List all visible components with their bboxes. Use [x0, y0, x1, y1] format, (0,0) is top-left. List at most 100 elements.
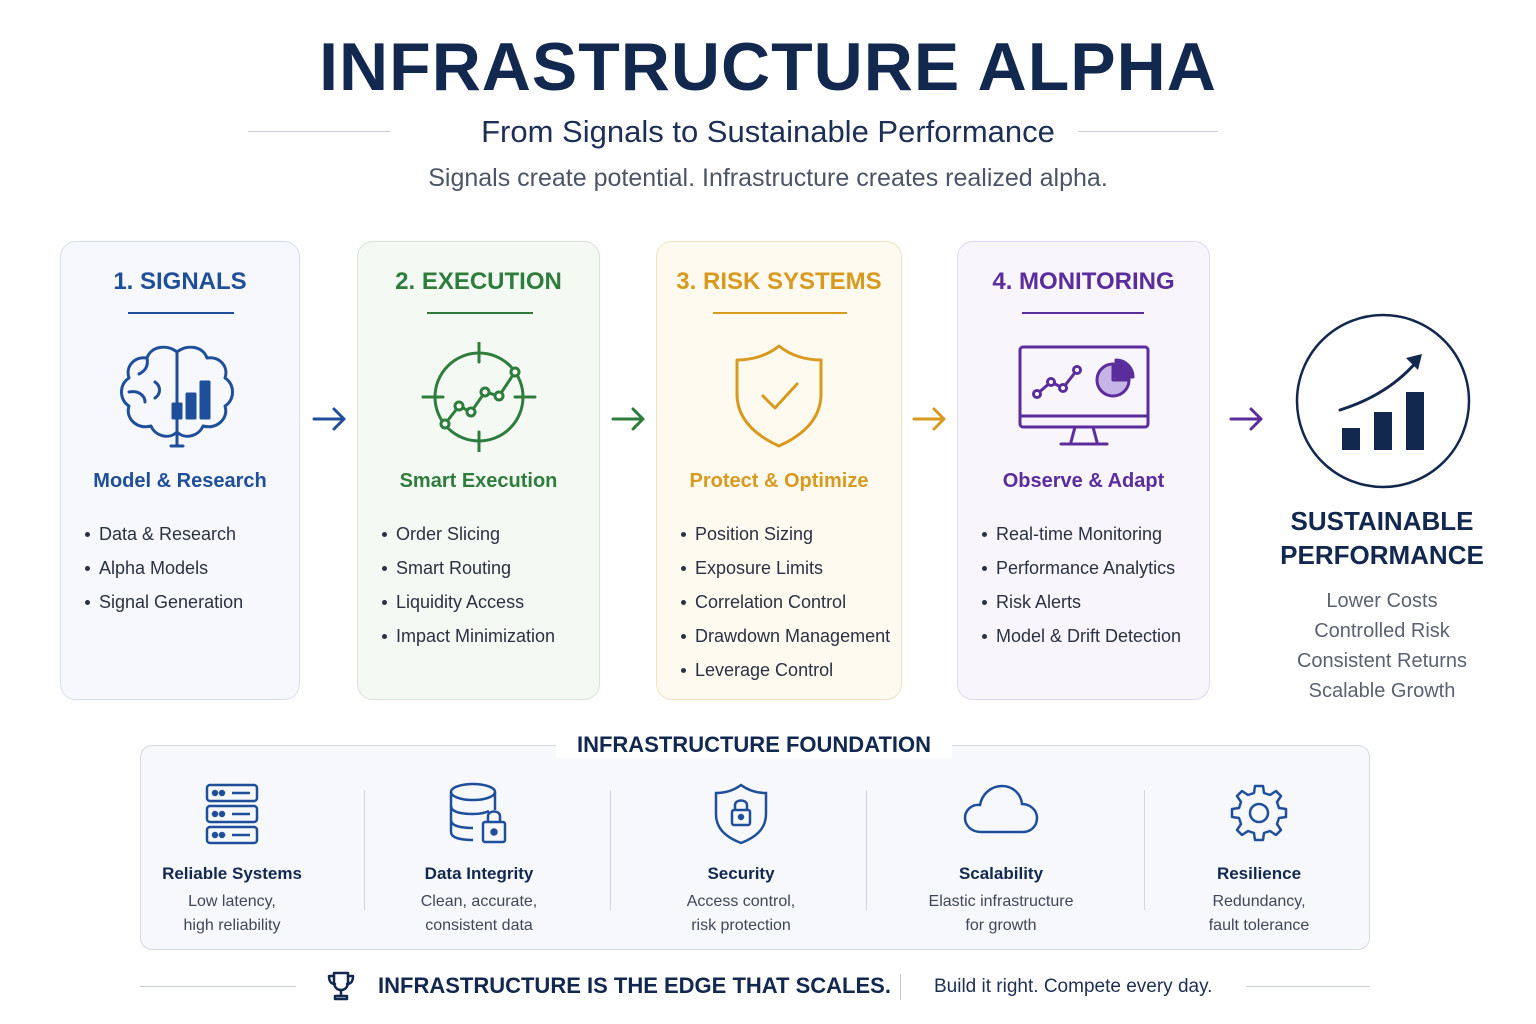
subtitle-rule-right [1078, 131, 1218, 132]
stage-subtitle: Smart Execution [399, 470, 558, 492]
stage-list: Data & Research Alpha Models Signal Gene… [85, 522, 243, 624]
database-lock-icon [359, 782, 599, 854]
desc-line: Redundancy, [1212, 893, 1306, 910]
stage-title-rule [427, 312, 533, 314]
list-item: Drawdown Management [681, 624, 890, 658]
stage-list: Order Slicing Smart Routing Liquidity Ac… [382, 522, 555, 658]
stage-list: Real-time Monitoring Performance Analyti… [982, 522, 1181, 658]
gear-icon [1139, 782, 1379, 854]
stage-title: 4. MONITORING [992, 268, 1175, 295]
desc-line: high reliability [183, 917, 281, 934]
arrow-right-icon [1229, 407, 1263, 431]
result-list: Lower Costs Controlled Risk Consistent R… [1262, 586, 1502, 706]
stage-subtitle: Model & Research [93, 470, 267, 492]
foundation-item-security: Security Access control, risk protection [621, 782, 861, 938]
footer-divider [900, 974, 901, 1000]
foundation-item-reliable-systems: Reliable Systems Low latency, high relia… [112, 782, 352, 938]
server-icon [112, 782, 352, 854]
crosshair-chart-icon [358, 342, 599, 462]
desc-line: Elastic infrastructure [928, 893, 1074, 910]
foundation-item-resilience: Resilience Redundancy, fault tolerance [1139, 782, 1379, 938]
stage-subtitle: Observe & Adapt [1002, 470, 1165, 492]
list-item: Signal Generation [85, 590, 243, 624]
shield-check-icon [657, 342, 901, 462]
foundation-item-desc: Low latency, high reliability [112, 890, 352, 938]
page-tagline: Signals create potential. Infrastructure… [428, 164, 1108, 192]
foundation-item-name: Reliable Systems [162, 864, 302, 883]
arrow-right-icon [312, 407, 346, 431]
stage-card-risk-systems: 3. RISK SYSTEMS Protect & Optimize Posit… [656, 241, 902, 700]
page-title: INFRASTRUCTURE ALPHA [319, 29, 1217, 105]
list-item: Smart Routing [382, 556, 555, 590]
footer-rule-left [140, 986, 296, 987]
list-item: Leverage Control [681, 658, 890, 692]
list-item: Scalable Growth [1308, 680, 1456, 702]
infrastructure-foundation-panel: Reliable Systems Low latency, high relia… [140, 745, 1370, 950]
stage-subtitle: Protect & Optimize [689, 470, 869, 492]
footer-motto: Build it right. Compete every day. [934, 976, 1213, 997]
divider [1144, 790, 1145, 910]
list-item: Performance Analytics [982, 556, 1181, 590]
list-item: Real-time Monitoring [982, 522, 1181, 556]
stage-title-rule [713, 312, 847, 314]
list-item: Impact Minimization [382, 624, 555, 658]
growth-chart-icon [1295, 313, 1471, 489]
divider [364, 790, 365, 910]
list-item: Order Slicing [382, 522, 555, 556]
footer-slogan: INFRASTRUCTURE IS THE EDGE THAT SCALES. [378, 973, 891, 998]
stage-title-rule [1022, 312, 1144, 314]
foundation-item-desc: Access control, risk protection [621, 890, 861, 938]
footer-rule-right [1246, 986, 1370, 987]
foundation-item-name: Security [707, 864, 775, 883]
list-item: Risk Alerts [982, 590, 1181, 624]
list-item: Model & Drift Detection [982, 624, 1181, 658]
foundation-item-desc: Redundancy, fault tolerance [1139, 890, 1379, 938]
arrow-right-icon [611, 407, 645, 431]
stage-card-monitoring: 4. MONITORING Observe & Adapt Real-time … [957, 241, 1210, 700]
result-title-line-1: SUSTAINABLE [1290, 506, 1474, 536]
foundation-item-name: Resilience [1216, 864, 1302, 883]
list-item: Alpha Models [85, 556, 243, 590]
desc-line: Clean, accurate, [420, 893, 538, 910]
stage-card-execution: 2. EXECUTION Smart Execution Order Slici… [357, 241, 600, 700]
desc-line: for growth [965, 917, 1037, 934]
arrow-right-icon [912, 407, 946, 431]
list-item: Consistent Returns [1296, 650, 1468, 672]
list-item: Position Sizing [681, 522, 890, 556]
cloud-icon [881, 782, 1121, 854]
stage-title-rule [128, 312, 234, 314]
desc-line: risk protection [691, 917, 791, 934]
list-item: Controlled Risk [1314, 620, 1450, 642]
list-item: Lower Costs [1326, 590, 1438, 612]
foundation-item-name: Scalability [958, 864, 1044, 883]
result-title-line-2: PERFORMANCE [1280, 540, 1484, 570]
stage-title: 2. EXECUTION [395, 268, 562, 295]
desc-line: Low latency, [188, 893, 276, 910]
stage-title: 1. SIGNALS [113, 268, 247, 295]
foundation-item-desc: Elastic infrastructure for growth [881, 890, 1121, 938]
desc-line: Access control, [686, 893, 796, 910]
foundation-item-name: Data Integrity [424, 864, 534, 883]
list-item: Correlation Control [681, 590, 890, 624]
foundation-item-scalability: Scalability Elastic infrastructure for g… [881, 782, 1121, 938]
divider [866, 790, 867, 910]
list-item: Exposure Limits [681, 556, 890, 590]
result-title: SUSTAINABLE PERFORMANCE [1262, 504, 1502, 572]
foundation-item-desc: Clean, accurate, consistent data [359, 890, 599, 938]
stage-card-signals: 1. SIGNALS Model & Research Data & Resea… [60, 241, 300, 700]
page-subtitle: From Signals to Sustainable Performance [481, 114, 1055, 149]
monitor-analytics-icon [958, 342, 1209, 462]
foundation-item-data-integrity: Data Integrity Clean, accurate, consiste… [359, 782, 599, 938]
foundation-title: INFRASTRUCTURE FOUNDATION [556, 732, 952, 758]
subtitle-rule-left [248, 131, 390, 132]
shield-lock-icon [621, 782, 861, 854]
desc-line: consistent data [425, 917, 533, 934]
brain-chart-icon [61, 342, 299, 462]
list-item: Data & Research [85, 522, 243, 556]
divider [610, 790, 611, 910]
stage-title: 3. RISK SYSTEMS [676, 268, 882, 295]
stage-list: Position Sizing Exposure Limits Correlat… [681, 522, 890, 692]
trophy-icon [327, 971, 355, 1001]
list-item: Liquidity Access [382, 590, 555, 624]
desc-line: fault tolerance [1208, 917, 1310, 934]
